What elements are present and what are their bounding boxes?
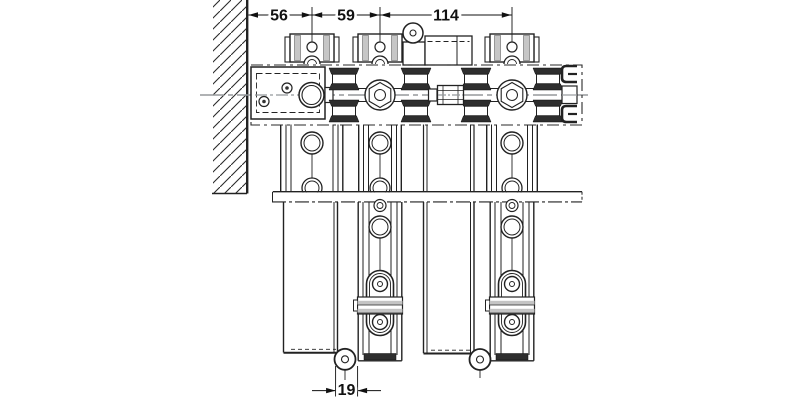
end-profile-top [560, 64, 577, 84]
dim-label-59: 59 [337, 8, 355, 25]
arrow-right-icon [326, 387, 336, 394]
panels-and-profiles [282, 198, 536, 380]
arrow-left-icon [357, 387, 368, 394]
bottom-dimension-line: 19 [312, 366, 381, 400]
dim-label-56: 56 [270, 8, 288, 25]
mid-rail-band [250, 124, 584, 203]
profile-head-3 [484, 33, 540, 65]
bracket-block [402, 41, 426, 66]
fixing-hole [500, 131, 524, 155]
dim-label-114: 114 [433, 8, 459, 25]
wall-hatch [212, 0, 249, 195]
floor-guide-1 [333, 347, 357, 371]
dim-label-19: 19 [338, 382, 356, 399]
arrow-right-icon [301, 12, 312, 18]
floor-guide-2 [468, 348, 492, 371]
arrow-left-icon [312, 12, 323, 18]
fixing-hole [368, 131, 392, 155]
arrow-left-icon [248, 12, 258, 18]
arrow-left-icon [380, 12, 391, 18]
fixing-hole [300, 131, 324, 155]
arrow-right-icon [501, 12, 512, 18]
wall-hatch-fill [213, 0, 247, 193]
drive-unit [250, 66, 334, 120]
end-profile-bottom [560, 104, 577, 124]
vertical-profile-3-with-latch [484, 198, 536, 362]
drive-roller-inner [301, 84, 322, 106]
track-end-profile [560, 64, 578, 124]
bracket-plate [424, 35, 473, 66]
bracket-screw-center [409, 29, 417, 37]
profile-head-2 [352, 33, 408, 65]
coupler-tab [324, 86, 334, 104]
arrow-right-icon [369, 12, 380, 18]
screw-center [285, 86, 289, 90]
screw-center [262, 99, 266, 104]
profile-head-1 [284, 33, 340, 65]
door-panel-2 [422, 202, 475, 355]
top-dimension-line: 56 59 114 [248, 5, 513, 50]
drive-roller [298, 81, 325, 109]
suspension-bracket [402, 22, 473, 66]
door-panel-1 [282, 202, 339, 354]
track-assembly [200, 64, 588, 126]
connecting-rod [427, 84, 465, 106]
rod-nut [427, 88, 438, 102]
vertical-profile-2-with-latch [352, 198, 404, 362]
